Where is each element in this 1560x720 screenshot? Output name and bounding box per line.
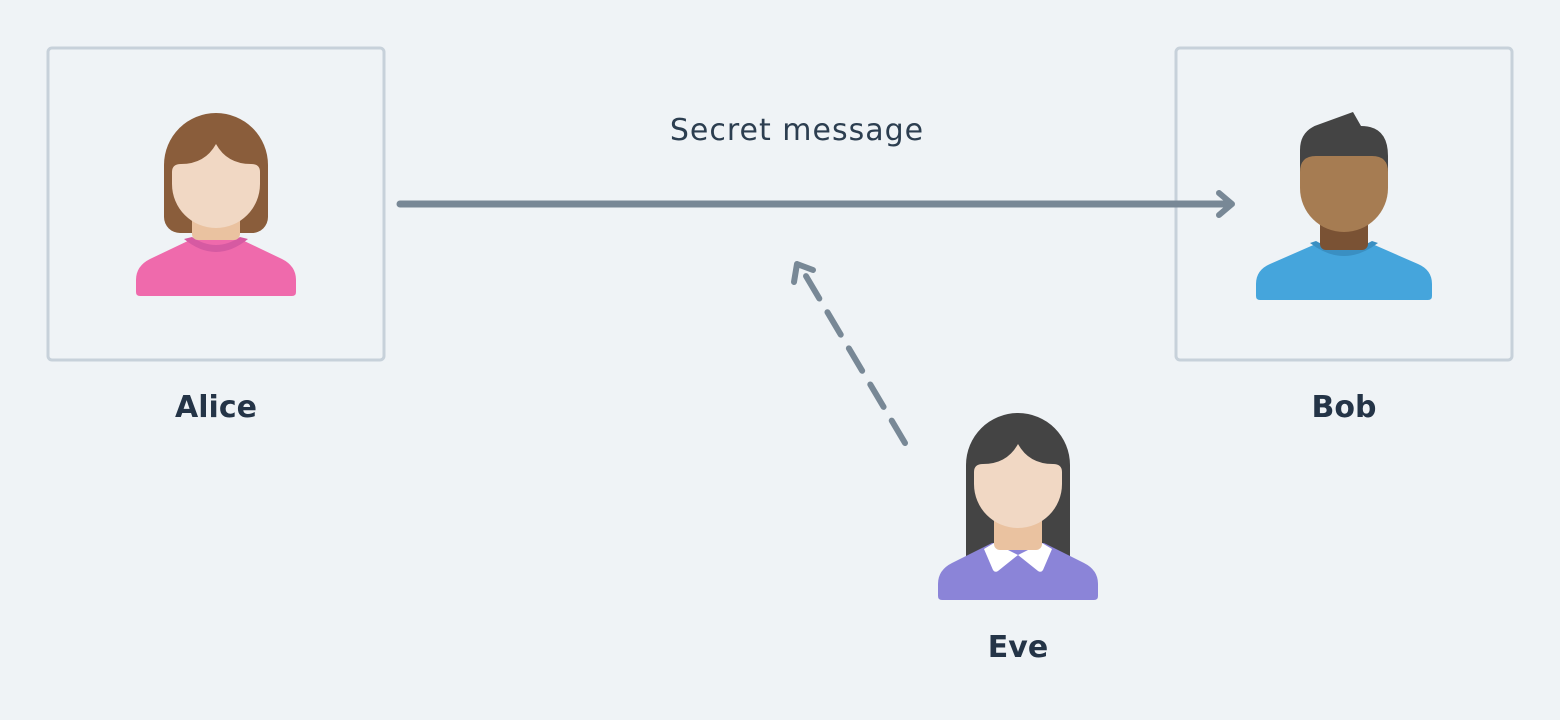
eavesdrop-arrow [791, 261, 908, 446]
eve-name: Eve [987, 630, 1049, 665]
bob-avatar-icon [1256, 112, 1432, 300]
alice-avatar-icon [136, 113, 296, 296]
eve-avatar-icon [938, 413, 1098, 600]
alice-name: Alice [175, 390, 257, 425]
alice-box [46, 46, 386, 362]
bob-name: Bob [1311, 390, 1377, 425]
message-label: Secret message [669, 113, 925, 148]
message-arrow [396, 190, 1235, 218]
